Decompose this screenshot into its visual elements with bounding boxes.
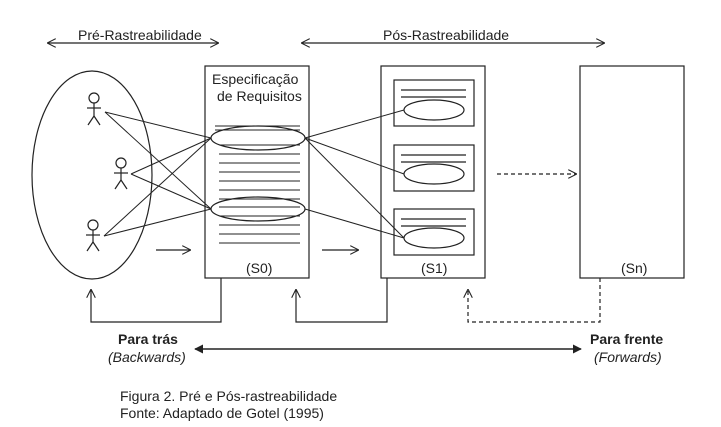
- spec-document-box: [204, 65, 310, 279]
- sn-document-box: [579, 65, 685, 279]
- spec-title-line1: Especificação: [212, 71, 299, 87]
- post-trace-links: [304, 109, 405, 239]
- forward-feedback-line: [468, 278, 601, 323]
- s1-sub-document: [393, 208, 475, 256]
- stick-figure-icon: [86, 219, 100, 252]
- pre-trace-links: [103, 111, 212, 237]
- backward-label: Para trás: [118, 331, 178, 347]
- figure-source: Fonte: Adaptado de Gotel (1995): [120, 405, 324, 421]
- s1-sub-document: [393, 79, 475, 127]
- spec-text-lines: [215, 125, 300, 244]
- s0-label: (S0): [246, 260, 273, 276]
- backward-en-label: (Backwards): [108, 349, 186, 365]
- stick-figure-icon: [114, 157, 128, 190]
- sn-label: (Sn): [621, 260, 648, 276]
- backward-feedback-line: [91, 278, 222, 323]
- requirement-ellipse-2: [210, 196, 306, 222]
- post-traceability-label: Pós-Rastreabilidade: [383, 27, 510, 43]
- stakeholders-ellipse: [31, 70, 153, 280]
- stick-figure-icon: [87, 92, 101, 126]
- forward-label: Para frente: [590, 331, 664, 347]
- forward-en-label: (Forwards): [594, 349, 662, 365]
- pre-traceability-label: Pré-Rastreabilidade: [78, 27, 202, 43]
- s1-sub-document: [393, 144, 475, 192]
- s1-document-box: [380, 65, 486, 279]
- s1-feedback-line: [296, 278, 388, 323]
- figure-caption: Figura 2. Pré e Pós-rastreabilidade: [120, 388, 338, 404]
- spec-title-line2: de Requisitos: [217, 88, 302, 104]
- s1-label: (S1): [421, 260, 448, 276]
